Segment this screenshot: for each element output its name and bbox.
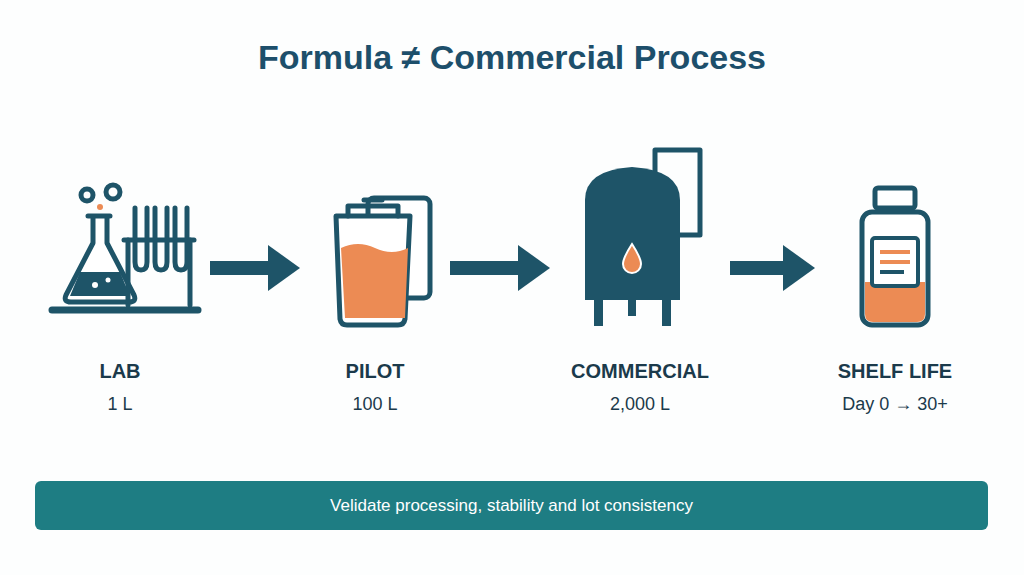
lab-icon-part	[65, 216, 135, 302]
stage-volume: 1 L	[35, 394, 205, 415]
summary-band: Velidate processing, stability and lot c…	[35, 481, 988, 530]
pilot-icon	[336, 198, 430, 325]
lab-icon-part	[126, 240, 131, 305]
process-stage: SHELF LIFE Day 0 → 30+	[820, 170, 970, 420]
flow-arrow	[730, 261, 795, 275]
process-stage: PILOT 100 L	[305, 170, 445, 420]
lab-icon-part	[92, 282, 98, 288]
stage-name: SHELF LIFE	[820, 360, 970, 383]
diagram-title: Formula ≠ Commercial Process	[0, 38, 1024, 77]
stage-volume: 100 L	[305, 394, 445, 415]
pilot-icon-part	[336, 216, 410, 325]
lab-icon-part	[52, 307, 198, 314]
commercial-tank-icon-part	[623, 244, 641, 273]
lab-icon	[52, 185, 198, 310]
process-stage: LAB 1 L	[35, 170, 205, 420]
lab-icon-part	[188, 240, 193, 305]
shelf-bottle-icon-part	[875, 188, 915, 208]
shelf-bottle-icon-part	[880, 270, 904, 274]
shelf-bottle-icon	[862, 188, 928, 325]
shelf-bottle-icon-part	[880, 260, 910, 264]
lab-icon-part	[81, 189, 93, 201]
lab-icon-part	[124, 238, 194, 243]
lab-icon-part	[70, 272, 130, 296]
process-stage: COMMERCIAL 2,000 L	[555, 170, 725, 420]
pilot-icon-part	[364, 198, 382, 203]
commercial-tank-icon-part	[594, 296, 603, 326]
lab-icon-part	[106, 278, 111, 283]
stage-volume: 2,000 L	[555, 394, 725, 415]
commercial-tank-icon	[585, 150, 700, 326]
flow-arrow	[210, 261, 280, 275]
lab-icon-part	[106, 185, 120, 199]
pilot-icon-part	[348, 206, 398, 216]
shelf-bottle-icon-part	[862, 212, 928, 325]
band-text: Velidate processing, stability and lot c…	[330, 496, 693, 516]
stage-volume: Day 0 → 30+	[820, 394, 970, 415]
lab-icon-part	[97, 204, 103, 210]
pilot-icon-part	[341, 244, 408, 318]
stage-name: COMMERCIAL	[555, 360, 725, 383]
stage-name: PILOT	[305, 360, 445, 383]
commercial-tank-icon-part	[628, 298, 636, 316]
commercial-tank-icon-part	[585, 167, 680, 300]
commercial-tank-icon-part	[662, 296, 671, 326]
flow-arrow	[450, 261, 530, 275]
stage-name: LAB	[35, 360, 205, 383]
shelf-bottle-icon-part	[880, 250, 910, 254]
shelf-bottle-icon-part	[872, 238, 918, 286]
